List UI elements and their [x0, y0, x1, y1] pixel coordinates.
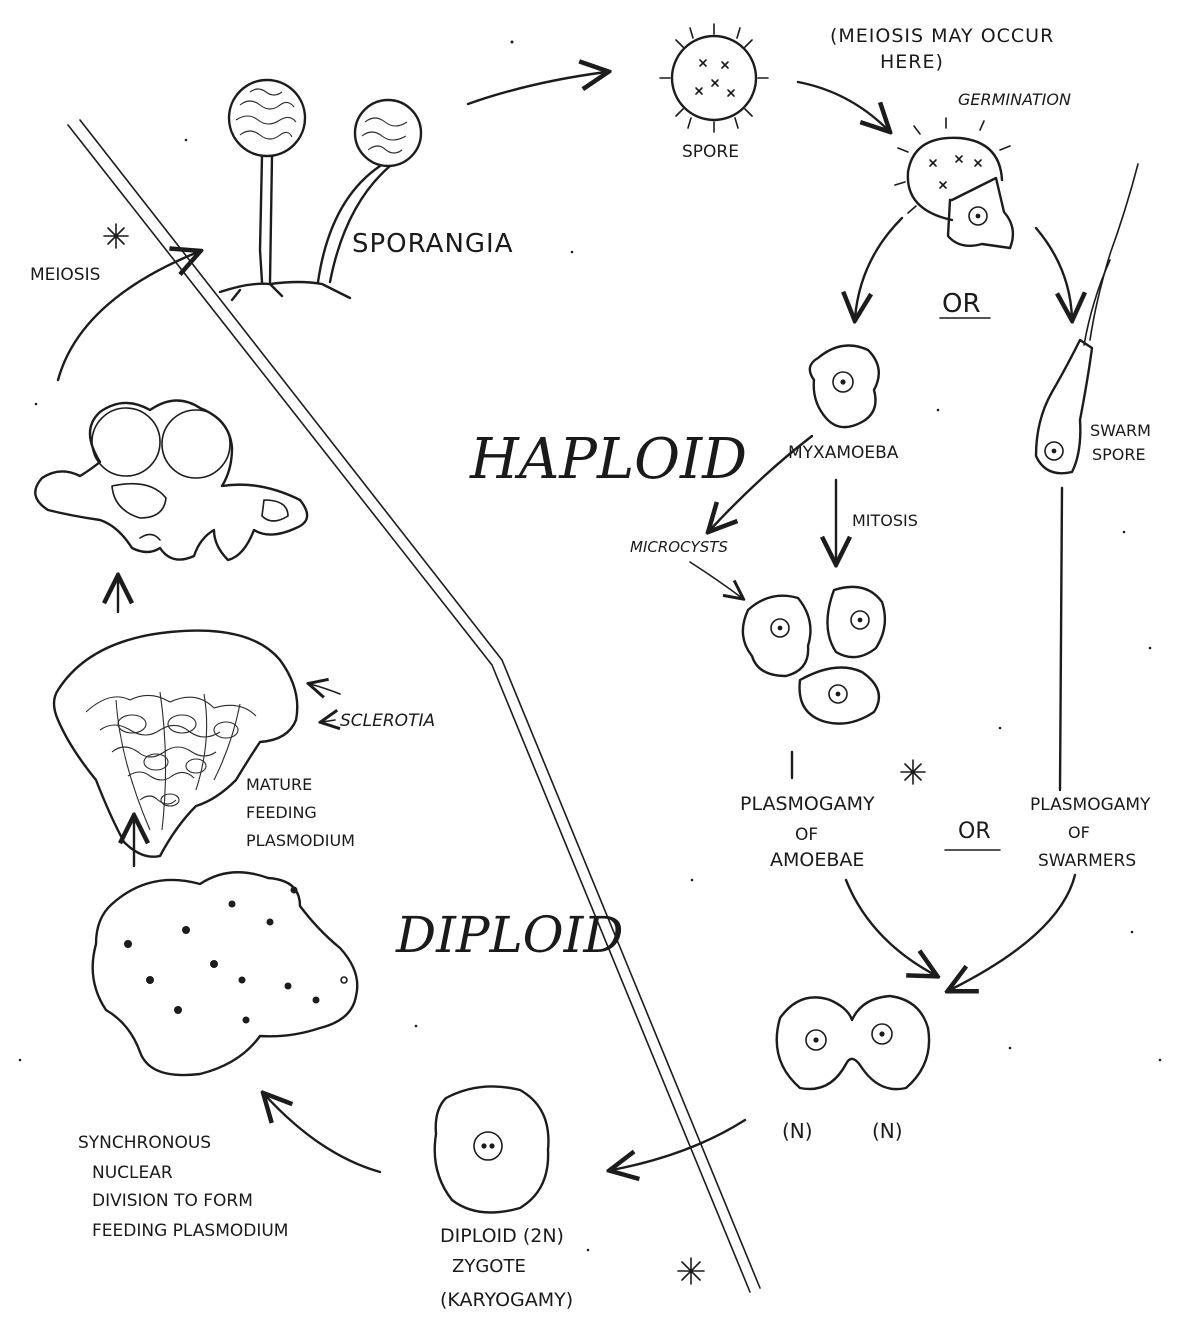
plasmogamy-swarmers-label-1: PLASMOGAMY — [1030, 795, 1151, 815]
arrow-microcysts-pointer — [690, 562, 742, 598]
plasmogamy-amoebae-label-2: OF — [795, 825, 818, 845]
arrow-sclerotia-upper — [310, 684, 340, 694]
spore-label: SPORE — [682, 142, 739, 162]
spore-drawing — [660, 24, 768, 132]
swarm-spore-label: SPORE — [1092, 445, 1146, 464]
sync-label-3: DIVISION TO FORM — [92, 1191, 253, 1211]
sync-label-4: FEEDING PLASMODIUM — [92, 1221, 288, 1241]
feeding-label: FEEDING — [246, 803, 317, 822]
line-swarm-to-plasmogamy — [1060, 488, 1062, 790]
or-label-mid: OR — [958, 819, 991, 844]
arrow-amoebae-to-fusion — [846, 880, 935, 975]
plasmodium-label: PLASMODIUM — [246, 831, 355, 850]
sync-label-1: SYNCHRONOUS — [78, 1133, 211, 1153]
mature-plasmodium-drawing — [54, 631, 297, 857]
arrow-sclerotia-lower — [322, 720, 335, 722]
arrow-sporangia-to-spore — [468, 72, 606, 104]
haploid-label: HAPLOID — [469, 427, 747, 492]
microcysts-label: MICROCYSTS — [630, 538, 728, 556]
germinating-spore-drawing — [895, 118, 1013, 248]
arrow-to-swarm-spore — [1036, 228, 1072, 318]
zygote-drawing — [435, 1086, 549, 1212]
zygote-label-1: DIPLOID (2N) — [440, 1225, 564, 1247]
arrow-to-multinucleate-plasmodium — [265, 1095, 380, 1172]
sporangia-label: SPORANGIA — [352, 229, 514, 259]
n-left-label: (N) — [782, 1119, 813, 1143]
divided-amoebae-drawing — [743, 587, 885, 724]
sync-label-2: NUCLEAR — [92, 1163, 173, 1183]
fusing-cells-drawing — [777, 996, 929, 1089]
arrow-to-zygote — [612, 1120, 745, 1170]
asterisk-karyogamy — [678, 1258, 704, 1284]
germination-label: GERMINATION — [958, 90, 1071, 109]
zygote-label-2: ZYGOTE — [452, 1256, 526, 1277]
myxamoeba-label: MYXAMOEBA — [788, 443, 899, 463]
n-right-label: (N) — [872, 1119, 903, 1143]
asterisk-plasmogamy — [901, 760, 925, 784]
zygote-label-3: (KARYOGAMY) — [440, 1289, 573, 1311]
or-label-top: OR — [942, 289, 981, 319]
arrow-swarmers-to-fusion — [950, 875, 1075, 990]
multinucleate-plasmodium-drawing — [93, 872, 358, 1075]
plasmogamy-swarmers-label-3: SWARMERS — [1038, 851, 1136, 871]
meiosis-label: MEIOSIS — [30, 265, 100, 285]
meiosis-may-occur-label: (MEIOSIS MAY OCCUR — [830, 25, 1054, 47]
arrow-to-myxamoeba — [855, 218, 902, 318]
mitosis-label: MITOSIS — [852, 511, 918, 530]
plasmogamy-swarmers-label-2: OF — [1068, 823, 1090, 842]
scan-speckles — [19, 41, 1162, 1252]
ploidy-divider-line — [68, 120, 760, 1292]
plasmogamy-amoebae-label-1: PLASMOGAMY — [740, 793, 875, 815]
sclerotia-label: SCLEROTIA — [340, 711, 435, 731]
plasmogamy-amoebae-label-3: AMOEBAE — [770, 849, 864, 871]
mature-label: MATURE — [246, 775, 312, 794]
arrow-spore-to-germination — [798, 82, 888, 130]
meiosis-may-occur-label-2: HERE) — [880, 51, 944, 73]
sporulating-plasmodium-drawing — [35, 400, 307, 560]
sporangia-drawing — [220, 80, 421, 300]
asterisk-meiosis — [104, 224, 128, 248]
myxamoeba-drawing — [810, 346, 879, 428]
diploid-label: DIPLOID — [395, 906, 624, 964]
swarm-label: SWARM — [1090, 421, 1151, 440]
